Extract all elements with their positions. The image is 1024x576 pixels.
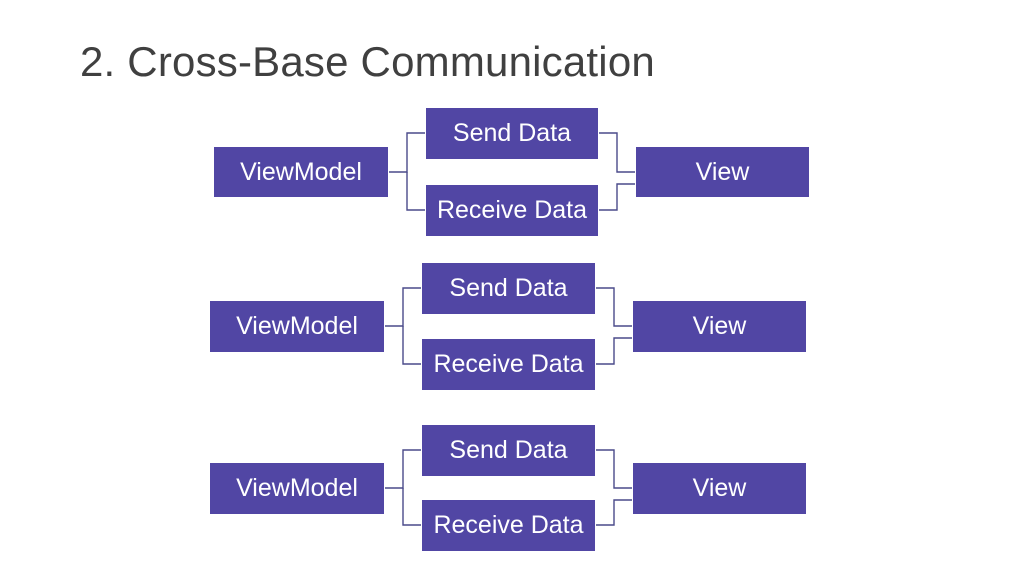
receive-to-target-connector-2	[596, 337, 632, 365]
source-to-receive-connector-1	[406, 172, 425, 211]
send-data-box-2: Send Data	[421, 262, 596, 315]
viewmodel-box-3: ViewModel	[209, 462, 385, 515]
receive-data-box-2: Receive Data	[421, 338, 596, 391]
send-to-target-connector-3	[596, 449, 632, 489]
send-to-target-connector-1	[599, 132, 635, 173]
source-to-send-connector-3	[385, 449, 421, 489]
view-box-2: View	[632, 300, 807, 353]
slide-title: 2. Cross-Base Communication	[80, 38, 655, 85]
receive-data-box-1: Receive Data	[425, 184, 599, 237]
source-to-send-connector-2	[385, 287, 421, 327]
receive-to-target-connector-3	[596, 499, 632, 526]
source-to-send-connector-1	[389, 132, 425, 173]
source-to-receive-connector-2	[402, 326, 421, 365]
viewmodel-box-1: ViewModel	[213, 146, 389, 198]
view-box-1: View	[635, 146, 810, 198]
send-to-target-connector-2	[596, 287, 632, 327]
viewmodel-box-2: ViewModel	[209, 300, 385, 353]
send-data-box-1: Send Data	[425, 107, 599, 160]
source-to-receive-connector-3	[402, 488, 421, 526]
view-box-3: View	[632, 462, 807, 515]
receive-data-box-3: Receive Data	[421, 499, 596, 552]
send-data-box-3: Send Data	[421, 424, 596, 477]
receive-to-target-connector-1	[599, 183, 635, 211]
